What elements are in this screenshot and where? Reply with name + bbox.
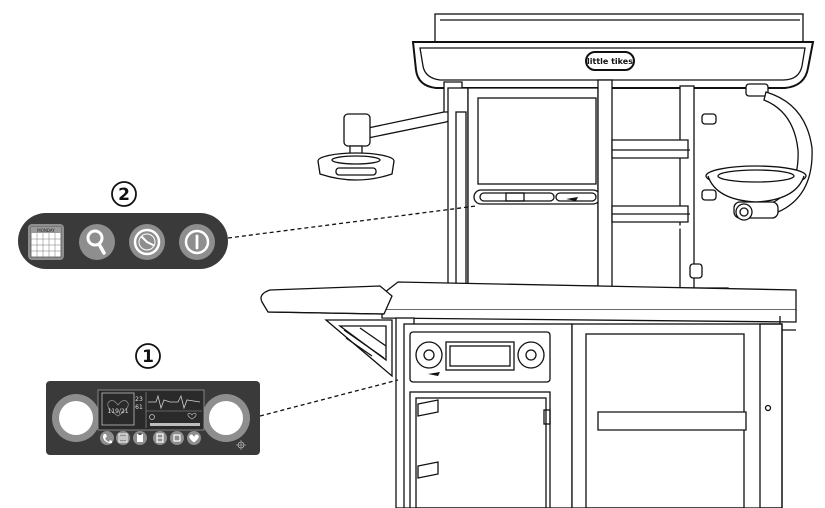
callout-2: 2 MONDAY (18, 181, 477, 269)
right-knob[interactable] (202, 394, 250, 442)
shelf-rack (597, 79, 717, 295)
callout-2-number: 2 (118, 185, 130, 205)
ecg-waveform (148, 394, 201, 410)
phone-icon[interactable] (100, 431, 114, 445)
brand-logo-text: little tikes (587, 57, 633, 66)
screen-readout: 119/21 (107, 408, 128, 415)
left-knob[interactable] (52, 394, 100, 442)
magnifier-icon[interactable] (79, 224, 115, 260)
callout-2-leader (227, 205, 477, 239)
screen-small-value-2: 61 (135, 404, 143, 411)
screen-small-value-1: 23 (135, 396, 143, 403)
side-table (260, 285, 393, 378)
swing-arm-basin (705, 83, 813, 221)
callout-1-leader (259, 379, 399, 417)
panel-1-display: 119/21 23 61 (46, 381, 260, 455)
panel-1-screen: 119/21 23 61 (97, 389, 205, 431)
lamp-arm (317, 81, 463, 181)
panel-2-display: MONDAY (18, 213, 228, 269)
film-icon[interactable] (153, 431, 167, 445)
callout-1-number: 1 (142, 347, 154, 367)
calendar-caption: MONDAY (37, 228, 55, 233)
clock-icon[interactable] (129, 224, 165, 260)
countertop (379, 281, 797, 331)
back-panel (447, 87, 601, 287)
heart-icon[interactable] (187, 431, 201, 445)
sparkle-icon (236, 440, 246, 450)
callout-2-badge (111, 181, 137, 207)
power-icon[interactable] (179, 224, 215, 260)
heart-outline-icon (107, 400, 129, 417)
battery-icon[interactable] (116, 431, 130, 445)
kitchen-illustration: little tikes (260, 13, 815, 508)
calendar-icon[interactable]: MONDAY (28, 224, 64, 260)
clipboard-icon[interactable] (133, 431, 147, 445)
brand-logo-badge (585, 51, 635, 71)
top-shelf: little tikes (411, 13, 815, 89)
callout-1: 1 119/21 23 61 (46, 343, 399, 455)
callout-1-badge (135, 343, 161, 369)
lower-cabinet (395, 317, 783, 508)
stop-icon[interactable] (170, 431, 184, 445)
